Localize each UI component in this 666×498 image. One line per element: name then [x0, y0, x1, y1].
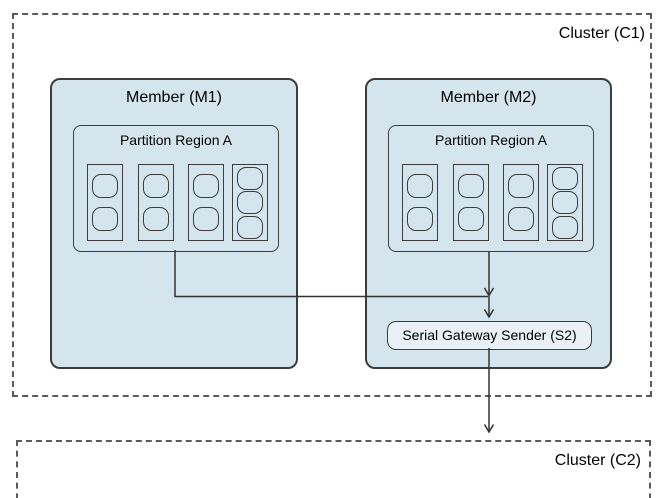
- entry-icon: [193, 174, 219, 198]
- bucket: [232, 164, 268, 241]
- entry-icon: [552, 191, 578, 214]
- partition-region-m2: Partition Region A: [388, 125, 594, 252]
- entry-icon: [92, 174, 118, 198]
- partition-region-m2-title: Partition Region A: [434, 132, 548, 148]
- entry-icon: [552, 215, 578, 239]
- member-m2-title: Member (M2): [440, 89, 537, 106]
- bucket: [547, 164, 583, 241]
- cluster-c1: Cluster (C1): [12, 13, 652, 397]
- member-m1: Member (M1) Partition Region A: [50, 78, 298, 369]
- entry-icon: [92, 207, 118, 231]
- entry-icon: [237, 191, 263, 214]
- member-m2: Member (M2) Partition Region A Serial Ga…: [365, 78, 612, 369]
- entry-icon: [237, 215, 263, 239]
- arrowhead-cluster-c2: [483, 424, 495, 434]
- bucket: [503, 164, 539, 241]
- partition-region-m1: Partition Region A: [73, 125, 279, 252]
- entry-icon: [508, 207, 534, 231]
- bucket: [188, 164, 224, 241]
- bucket-group: [74, 164, 278, 241]
- entry-icon: [143, 207, 169, 231]
- entry-icon: [407, 174, 433, 198]
- bucket: [453, 164, 489, 241]
- cluster-c2-label: Cluster (C2): [554, 452, 641, 469]
- entry-icon: [552, 166, 578, 190]
- member-m1-title: Member (M1): [125, 89, 222, 106]
- entry-icon: [508, 174, 534, 198]
- bucket: [87, 164, 123, 241]
- bucket-group: [389, 164, 593, 241]
- entry-icon: [143, 174, 169, 198]
- entry-icon: [458, 174, 484, 198]
- serial-gateway-sender: Serial Gateway Sender (S2): [387, 321, 592, 350]
- entry-icon: [458, 207, 484, 231]
- entry-icon: [237, 166, 263, 190]
- bucket: [138, 164, 174, 241]
- entry-icon: [193, 207, 219, 231]
- entry-icon: [407, 207, 433, 231]
- bucket: [402, 164, 438, 241]
- cluster-c1-label: Cluster (C1): [558, 25, 645, 42]
- partition-region-m1-title: Partition Region A: [119, 132, 233, 148]
- cluster-c2: Cluster (C2): [16, 440, 651, 498]
